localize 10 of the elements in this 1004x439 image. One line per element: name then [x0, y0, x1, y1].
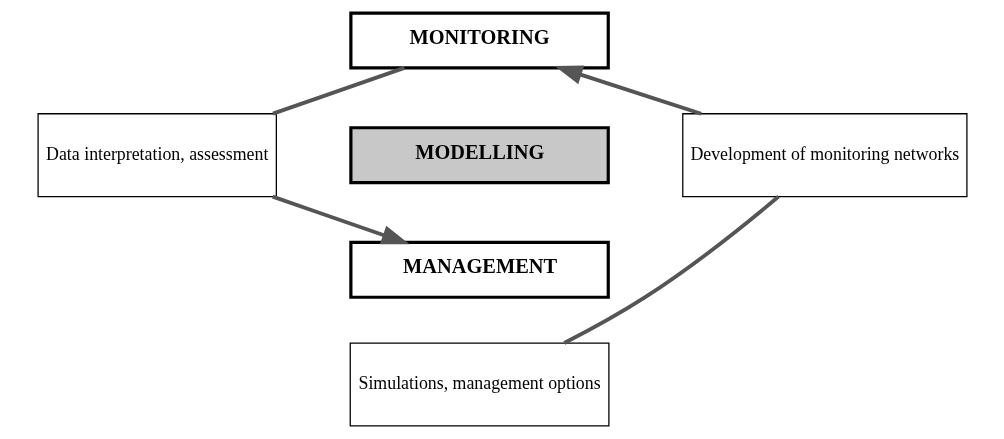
- node-box: Development of monitoring networks: [681, 113, 968, 198]
- connector: [562, 195, 780, 345]
- connector: [271, 66, 405, 116]
- node-box: MANAGEMENT: [348, 240, 610, 299]
- arrow: [271, 194, 410, 245]
- node-box: MONITORING: [348, 11, 610, 70]
- node-box: Simulations, management options: [349, 342, 610, 427]
- arrow: [554, 65, 702, 116]
- node-box: MODELLING: [348, 126, 610, 185]
- node-box: Data interpretation, assessment: [36, 113, 277, 198]
